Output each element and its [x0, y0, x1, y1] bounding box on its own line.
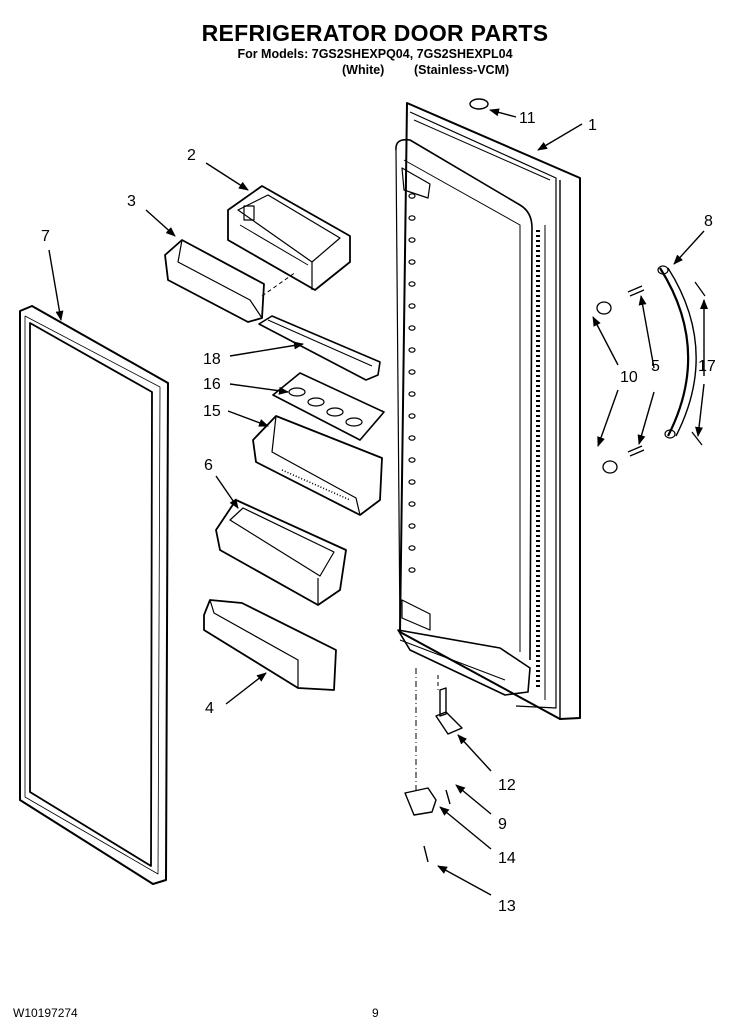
dairy-door-part	[164, 239, 265, 323]
hinge-hardware	[404, 687, 463, 863]
callout-8: 8	[704, 213, 713, 230]
bin-shelf-part	[203, 599, 337, 691]
variant-white-label: (White)	[342, 63, 385, 77]
callout-12: 12	[498, 777, 516, 794]
page-title: REFRIGERATOR DOOR PARTS	[201, 20, 549, 46]
shelf-trim-part	[258, 315, 381, 381]
callout-15: 15	[203, 403, 221, 420]
plug-part	[469, 98, 489, 110]
callout-4: 4	[205, 700, 214, 717]
dairy-bin-part	[227, 185, 351, 291]
variant-stainless-label: (Stainless-VCM)	[414, 63, 510, 77]
door-gasket-part	[19, 305, 169, 885]
callout-13: 13	[498, 898, 516, 915]
leader-arrows	[48, 108, 708, 896]
document-number: W10197274	[13, 1006, 78, 1020]
callout-10: 10	[620, 369, 638, 386]
egg-tray-part	[272, 372, 385, 441]
door-assembly-part	[395, 102, 581, 720]
callout-6: 6	[204, 457, 213, 474]
bin-part	[215, 499, 347, 606]
callout-7: 7	[41, 228, 50, 245]
callout-3: 3	[127, 193, 136, 210]
callout-1: 1	[588, 117, 597, 134]
callout-5: 5	[651, 358, 660, 375]
door-handle-part	[657, 265, 697, 439]
callout-14: 14	[498, 850, 516, 867]
callout-16: 16	[203, 376, 221, 393]
dairy-door-guideline	[261, 271, 297, 297]
page-number: 9	[372, 1006, 379, 1020]
callout-11: 11	[519, 110, 536, 127]
handle-fasteners	[596, 281, 706, 474]
callout-17: 17	[698, 358, 716, 375]
callout-9: 9	[498, 816, 507, 833]
callout-2: 2	[187, 147, 196, 164]
model-numbers: For Models: 7GS2SHEXPQ04, 7GS2SHEXPL04	[237, 47, 513, 61]
door-bin-part	[252, 415, 383, 516]
callout-18: 18	[203, 351, 221, 368]
